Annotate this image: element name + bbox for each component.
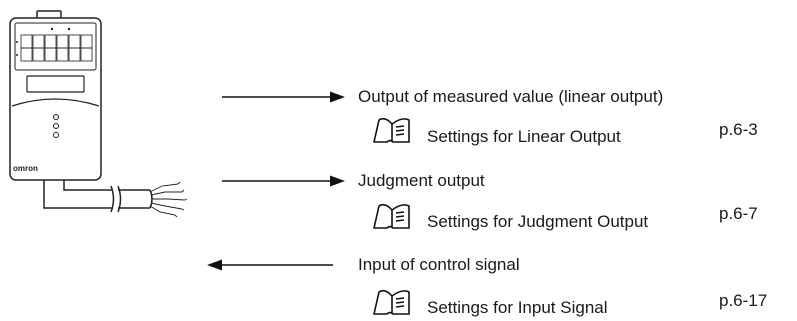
reference-page-control-input: p.6-17 [719, 291, 768, 310]
digit-display [20, 34, 93, 62]
arrow-control-input [207, 259, 333, 271]
connection-label-control-input: Input of control signal [358, 255, 520, 274]
cable [43, 180, 153, 213]
reference-title-control-input: Settings for Input Signal [427, 298, 608, 317]
connection-label-judgment-output: Judgment output [358, 171, 485, 190]
wire-strands [149, 181, 188, 218]
reference-title-judgment-output: Settings for Judgment Output [427, 212, 649, 231]
omron-logo: omron [13, 164, 38, 173]
reference-title-linear-output: Settings for Linear Output [427, 127, 621, 146]
reference-page-linear-output: p.6-3 [719, 120, 758, 139]
arrow-linear-output [222, 91, 345, 103]
amplifier-unit [9, 10, 102, 181]
book-icon [373, 289, 410, 315]
book-icon [373, 117, 410, 143]
reference-page-judgment-output: p.6-7 [719, 204, 758, 223]
arrow-judgment-output [222, 175, 345, 187]
connection-label-linear-output: Output of measured value (linear output) [358, 87, 664, 106]
book-icon [373, 203, 410, 229]
